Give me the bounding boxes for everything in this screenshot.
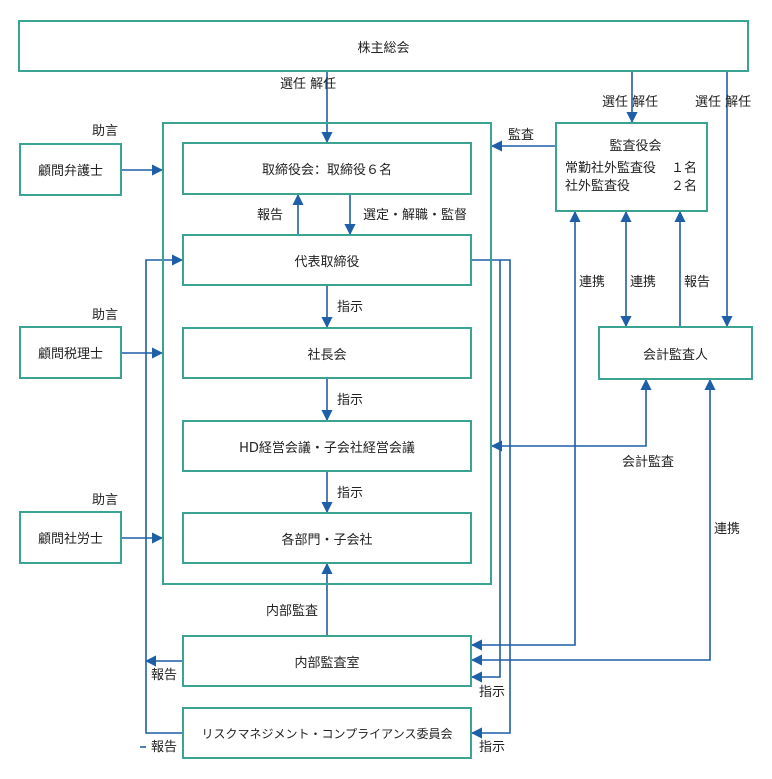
representative-box: 代表取締役 [182, 234, 472, 286]
label-cooperate-2: 連携 [630, 275, 657, 290]
audit-board-line-1-label: 常勤社外監査役 [565, 161, 657, 176]
audit-board-line-2: 社外監査役 ２名 [565, 178, 697, 196]
arrow-accounting-internal [470, 378, 716, 666]
arrow-rep-instruct-internal [470, 260, 501, 683]
label-elect-dismiss-left: 選任 解任 [280, 77, 337, 92]
tax-accountant-box: 顧問税理士 [19, 326, 122, 379]
management-council-box: HD経営会議・子会社経営会議 [182, 420, 472, 472]
label-report-auditor: 報告 [684, 275, 711, 290]
label-instruct-risk: 指示 [479, 740, 506, 755]
audit-board-line-1-count: １名 [670, 161, 697, 176]
label-accounting-audit: 会計監査 [622, 455, 675, 470]
label-instruct-internal: 指示 [479, 685, 506, 700]
label-cooperate-1: 連携 [579, 275, 606, 290]
audit-board-line-1: 常勤社外監査役 １名 [565, 160, 697, 178]
label-elect-dismiss-mid: 選任 解任 [602, 95, 659, 110]
label-instruct-1: 指示 [337, 300, 364, 315]
label-cooperate-3: 連携 [714, 522, 741, 537]
label-advice-3: 助言 [92, 493, 119, 508]
president-council-box: 社長会 [182, 327, 472, 379]
label-report-risk: 報告 [151, 740, 178, 755]
label-report-internal: 報告 [151, 668, 178, 683]
label-advice-1: 助言 [92, 124, 119, 139]
accounting-auditor-box: 会計監査人 [598, 326, 753, 380]
audit-board-line-2-count: ２名 [670, 179, 697, 194]
executive-frame [162, 122, 492, 585]
audit-board-line-2-label: 社外監査役 [565, 179, 631, 194]
risk-committee-box: リスクマネジメント・コンプライアンス委員会 [182, 707, 472, 759]
label-instruct-3: 指示 [337, 486, 364, 501]
label-elect-dismiss-right: 選任 解任 [695, 95, 752, 110]
label-advice-2: 助言 [92, 308, 119, 323]
label-audit: 監査 [508, 128, 535, 143]
arrow-risk-report [145, 254, 184, 734]
lawyer-box: 顧問弁護士 [19, 143, 122, 196]
audit-board-box: 監査役会 常勤社外監査役 １名 社外監査役 ２名 [555, 122, 708, 212]
arrow-accounting-audit [490, 378, 652, 452]
shareholders-meeting-box: 株主総会 [18, 20, 749, 72]
label-select-dismiss-supervise: 選定・解職・監督 [363, 208, 468, 223]
label-internal-audit: 内部監査 [266, 604, 319, 619]
label-instruct-2: 指示 [337, 393, 364, 408]
board-box: 取締役会：取締役６名 [182, 142, 472, 195]
label-report-board: 報告 [257, 208, 284, 223]
labor-consultant-box: 顧問社労士 [19, 511, 122, 564]
departments-box: 各部門・子会社 [182, 512, 472, 564]
audit-board-title: 監査役会 [609, 139, 662, 154]
internal-audit-office-box: 内部監査室 [182, 635, 472, 687]
